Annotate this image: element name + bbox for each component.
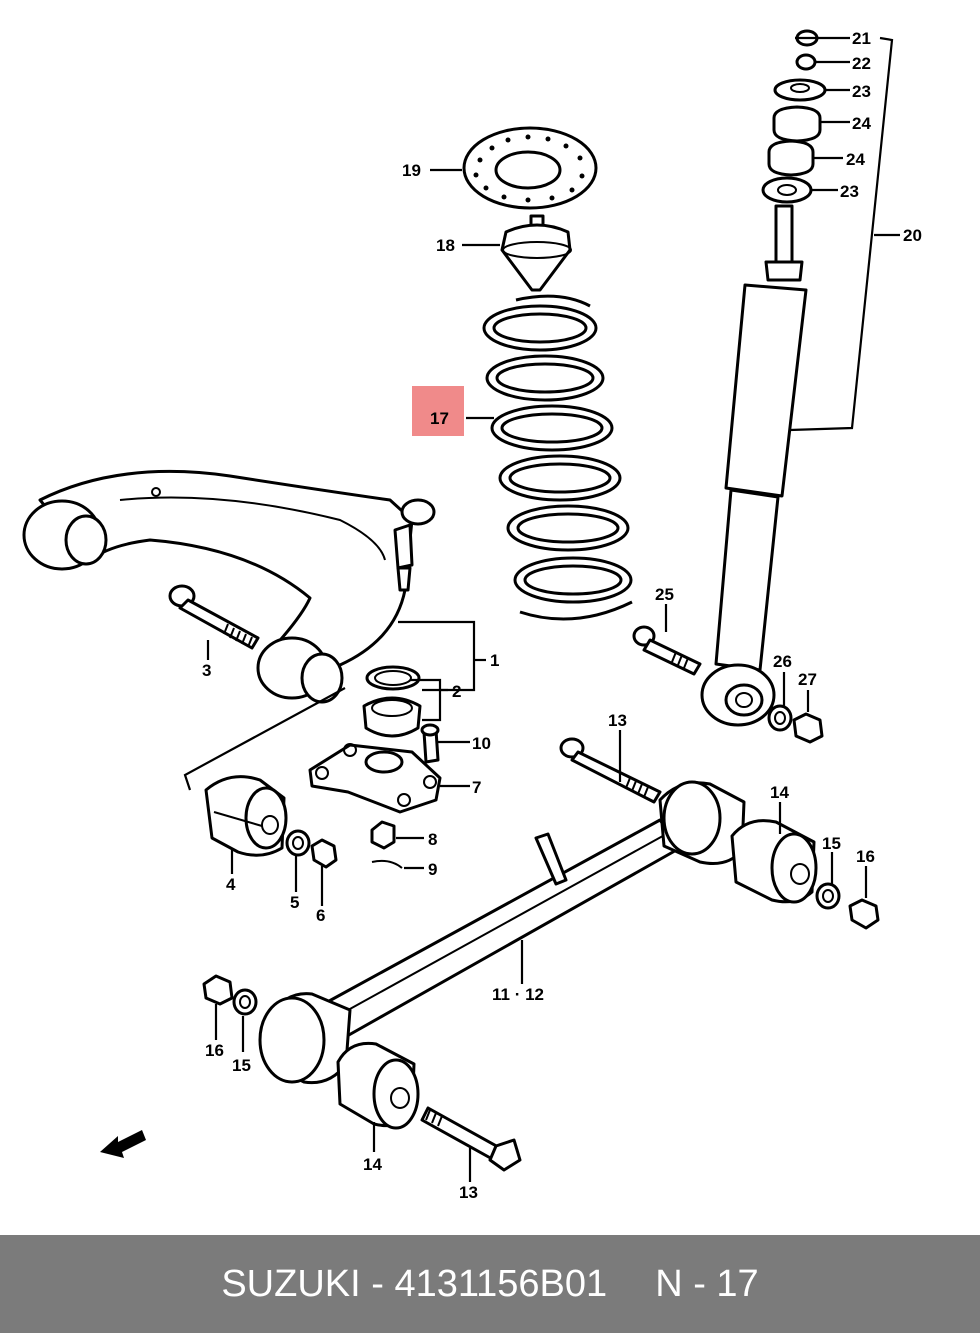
rod-bolt-upper [559,737,662,804]
parts-diagram: 21 22 23 24 24 23 20 19 18 17 1 2 3 10 7… [22,29,922,1202]
callout-9: 9 [428,860,437,879]
brand-part-number: SUZUKI - 4131156B01 [221,1262,608,1305]
callout-23-top: 23 [852,82,871,101]
callout-15-left: 15 [232,1056,251,1075]
callout-17: 17 [430,409,449,428]
callout-13-lower: 13 [459,1183,478,1202]
callout-27: 27 [798,670,817,689]
callout-25: 25 [655,585,674,604]
arm-bushing [204,775,338,869]
ball-joint [308,665,442,869]
callout-10: 10 [472,734,491,753]
shock-absorber [700,204,808,727]
callout-18: 18 [436,236,455,255]
callout-23-bottom: 23 [840,182,859,201]
callout-22: 22 [852,54,871,73]
leader-lines [183,36,900,1182]
shock-bolt [632,625,824,744]
highlight-box [412,386,464,436]
diagram-reference: N - 17 [655,1262,759,1305]
callout-7: 7 [472,778,481,797]
callout-2: 2 [452,682,461,701]
front-arrow-icon [100,1130,146,1158]
callout-8: 8 [428,830,437,849]
callout-20: 20 [903,226,922,245]
callout-13-upper: 13 [608,711,627,730]
callout-1: 1 [490,651,499,670]
upper-control-arm [22,469,436,704]
callout-21: 21 [852,29,871,48]
shock-mount-stack [761,29,827,204]
callout-19: 19 [402,161,421,180]
callout-14-left: 14 [363,1155,382,1174]
callout-15-right: 15 [822,834,841,853]
coil-spring [482,294,633,621]
caption-bar: SUZUKI - 4131156B01 N - 17 [0,1235,980,1333]
callout-24-top: 24 [852,114,871,133]
rod-fasteners [202,882,880,1016]
rod-bolt-lower [420,1106,522,1172]
callout-labels: 21 22 23 24 24 23 20 19 18 17 1 2 3 10 7… [202,29,922,1202]
callout-11-12: 11 · 12 [492,985,544,1004]
callout-4: 4 [226,875,236,894]
callout-24-bottom: 24 [846,150,865,169]
callout-6: 6 [316,906,325,925]
callout-16-right: 16 [856,847,875,866]
spring-seat [462,126,598,210]
callout-14-right: 14 [770,783,789,802]
callout-5: 5 [290,893,299,912]
arm-bolt [168,584,260,650]
bump-stopper [500,214,572,292]
callout-16-left: 16 [205,1041,224,1060]
callout-3: 3 [202,661,211,680]
lateral-rod [258,780,818,1130]
callout-26: 26 [773,652,792,671]
